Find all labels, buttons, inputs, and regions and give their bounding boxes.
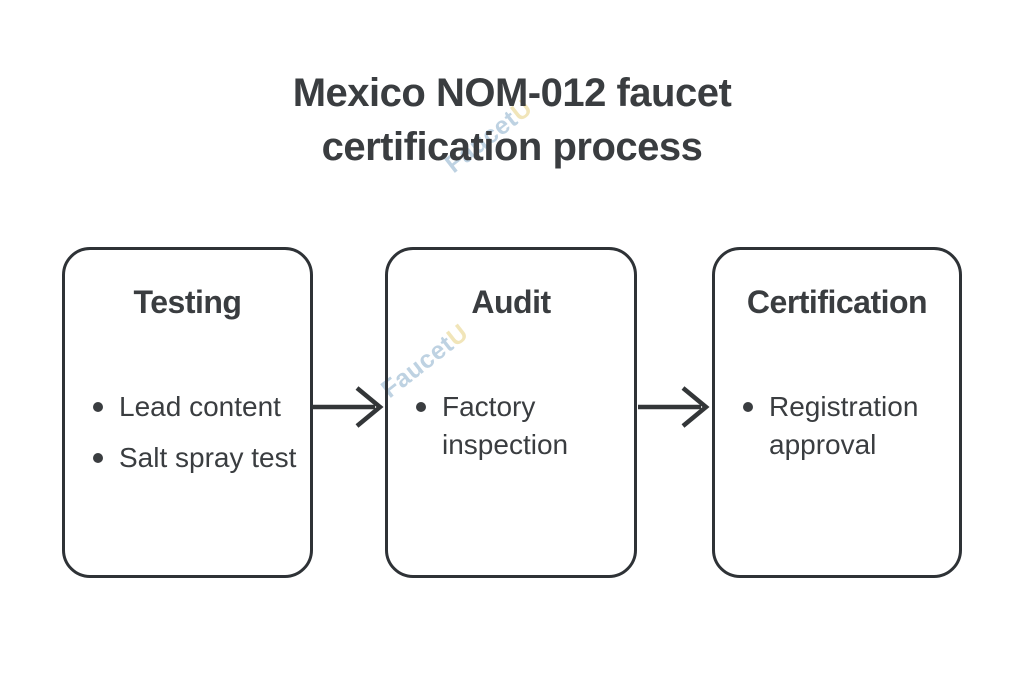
list-item: Salt spray test	[93, 439, 298, 477]
page-title-line-1: Mexico NOM-012 faucet	[292, 71, 732, 115]
bullet-text: Salt spray test	[119, 442, 297, 473]
step-box-testing: Testing Lead content Salt spray test	[62, 247, 313, 578]
step-box-certification: Certification Registration approval	[712, 247, 962, 578]
step-title-audit: Audit	[471, 284, 551, 320]
list-item: Lead content	[93, 388, 298, 426]
bullet-dot-icon	[743, 402, 753, 412]
bullet-text: Factory inspection	[442, 391, 569, 460]
arrow-right-icon	[638, 386, 710, 428]
step-box-audit: Audit Factory inspection	[385, 247, 637, 578]
bullet-dot-icon	[416, 402, 426, 412]
page-title-line-2: certification process	[321, 125, 703, 169]
step-title-testing: Testing	[133, 284, 242, 320]
arrow-right-icon	[312, 386, 384, 428]
bullet-list: Factory inspection	[416, 388, 622, 477]
bullet-text: Registration approval	[769, 391, 919, 460]
bullet-text: Lead content	[119, 391, 281, 422]
bullet-list: Registration approval	[743, 388, 947, 477]
bullet-list: Lead content Salt spray test	[93, 388, 298, 490]
page-title: Mexico NOM-012 faucet certification proc…	[0, 66, 1024, 174]
step-title-certification: Certification	[746, 284, 928, 320]
bullet-dot-icon	[93, 453, 103, 463]
list-item: Factory inspection	[416, 388, 622, 464]
list-item: Registration approval	[743, 388, 947, 464]
bullet-dot-icon	[93, 402, 103, 412]
